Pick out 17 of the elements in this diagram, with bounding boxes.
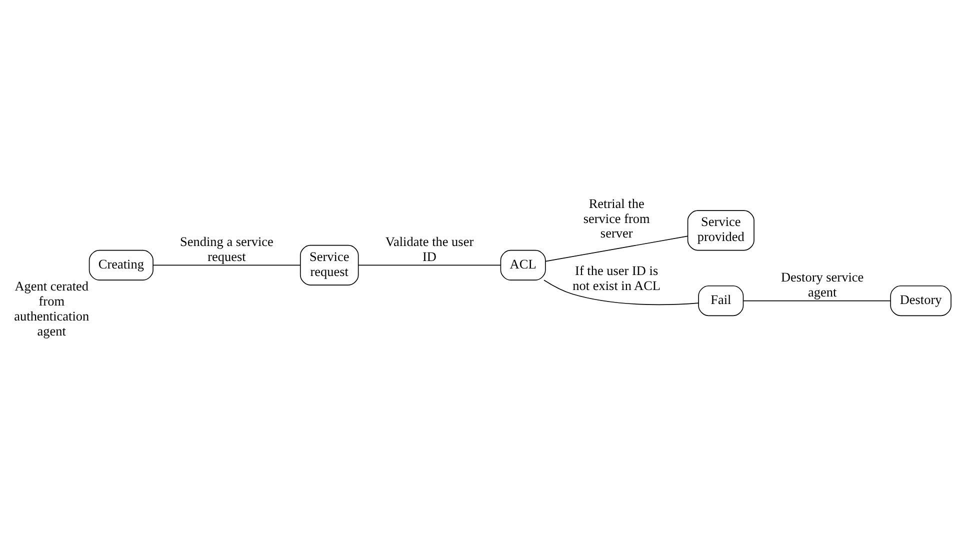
- node-label: Agent cerated from authentication agent: [14, 278, 90, 338]
- connector: [152, 264, 301, 266]
- edge-label: Retrial the service from server: [583, 196, 650, 241]
- edge-label: Sending a service request: [180, 234, 274, 264]
- connector: [742, 300, 891, 302]
- node-box: Destory: [890, 285, 952, 316]
- edge-label: Validate the user ID: [385, 234, 474, 264]
- connector: [358, 264, 502, 266]
- node-box: Creating: [88, 250, 154, 280]
- node-box: Service request: [300, 244, 359, 286]
- node-box: Service provided: [687, 210, 754, 251]
- connector: [544, 280, 699, 306]
- connector: [545, 236, 688, 262]
- edge-label: Destory service agent: [780, 270, 864, 300]
- edge-label: If the user ID is not exist in ACL: [572, 262, 661, 293]
- node-box: ACL: [500, 250, 546, 280]
- node-box: Fail: [698, 285, 744, 316]
